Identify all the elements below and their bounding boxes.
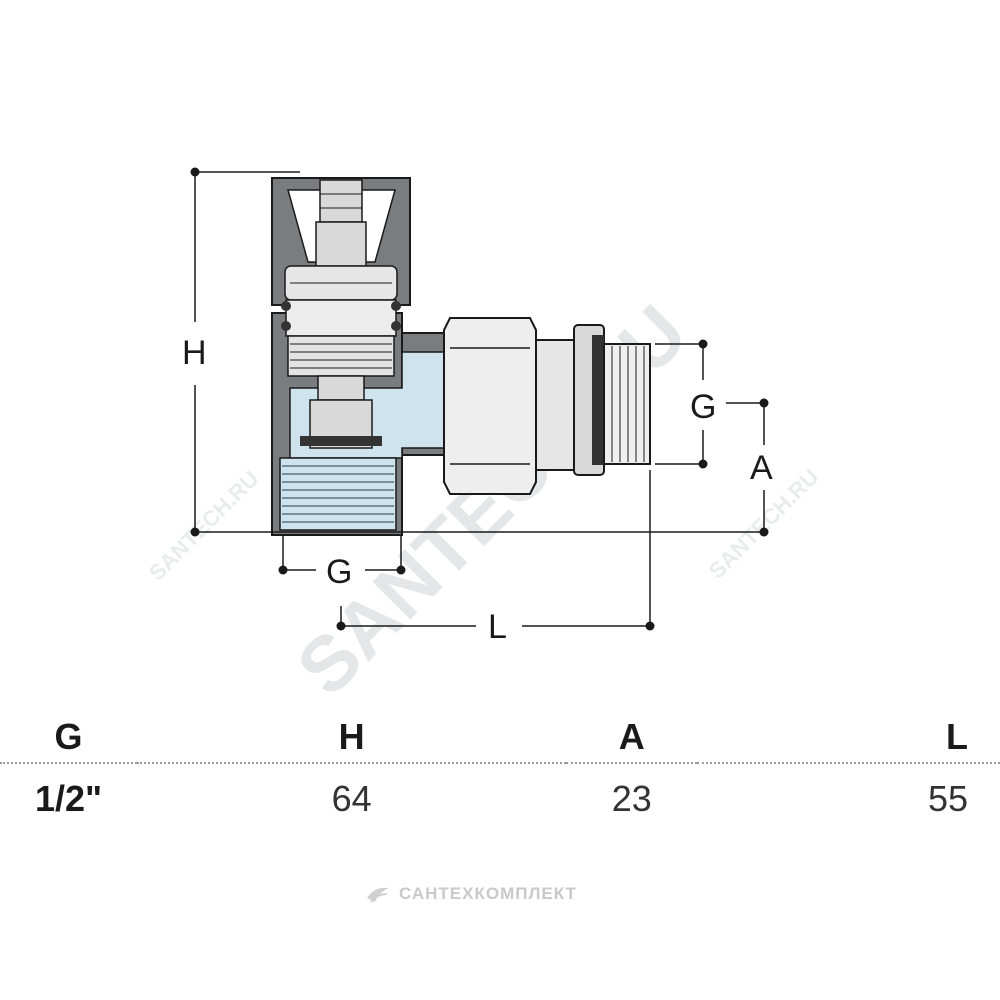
table-header-h: H bbox=[338, 716, 365, 757]
dimension-dots bbox=[190, 167, 769, 631]
union-nut bbox=[443, 317, 575, 495]
dimension-label-h: H bbox=[182, 334, 207, 372]
table-header-g: G bbox=[54, 716, 83, 757]
brand-logo-icon bbox=[367, 887, 389, 903]
table-row: 1/2" 64 23 55 bbox=[0, 763, 1000, 834]
dimension-label-l: L bbox=[488, 608, 507, 646]
table-cell-a: 23 bbox=[611, 778, 652, 819]
dimension-lines bbox=[194, 171, 765, 627]
bottom-female-thread bbox=[279, 457, 397, 531]
valve-cap bbox=[271, 177, 411, 306]
dimension-label-a: A bbox=[750, 449, 773, 487]
watermark-left: SANTECH.RU bbox=[144, 466, 264, 586]
table-cell-l: 55 bbox=[927, 778, 968, 819]
footer-brand-text: САНТЕХКОМПЛЕКТ bbox=[399, 884, 577, 903]
table-header-l: L bbox=[946, 716, 968, 757]
dimensions-table: G H A L 1/2" 64 23 55 bbox=[0, 712, 1000, 834]
valve-headwork bbox=[281, 299, 401, 449]
tailpiece-male-thread bbox=[573, 324, 651, 476]
valve-technical-drawing: SANTECH.RU SANTECH.RU SANTECH.RU bbox=[144, 167, 824, 700]
table-header-row: G H A L bbox=[0, 712, 1000, 763]
dimension-label-g-side: G bbox=[690, 388, 716, 426]
table-cell-g: 1/2" bbox=[35, 778, 103, 819]
table-cell-h: 64 bbox=[331, 778, 372, 819]
footer-brand: САНТЕХКОМПЛЕКТ bbox=[365, 880, 577, 908]
dimension-label-g-bottom: G bbox=[326, 553, 352, 591]
table-header-a: A bbox=[618, 716, 645, 757]
